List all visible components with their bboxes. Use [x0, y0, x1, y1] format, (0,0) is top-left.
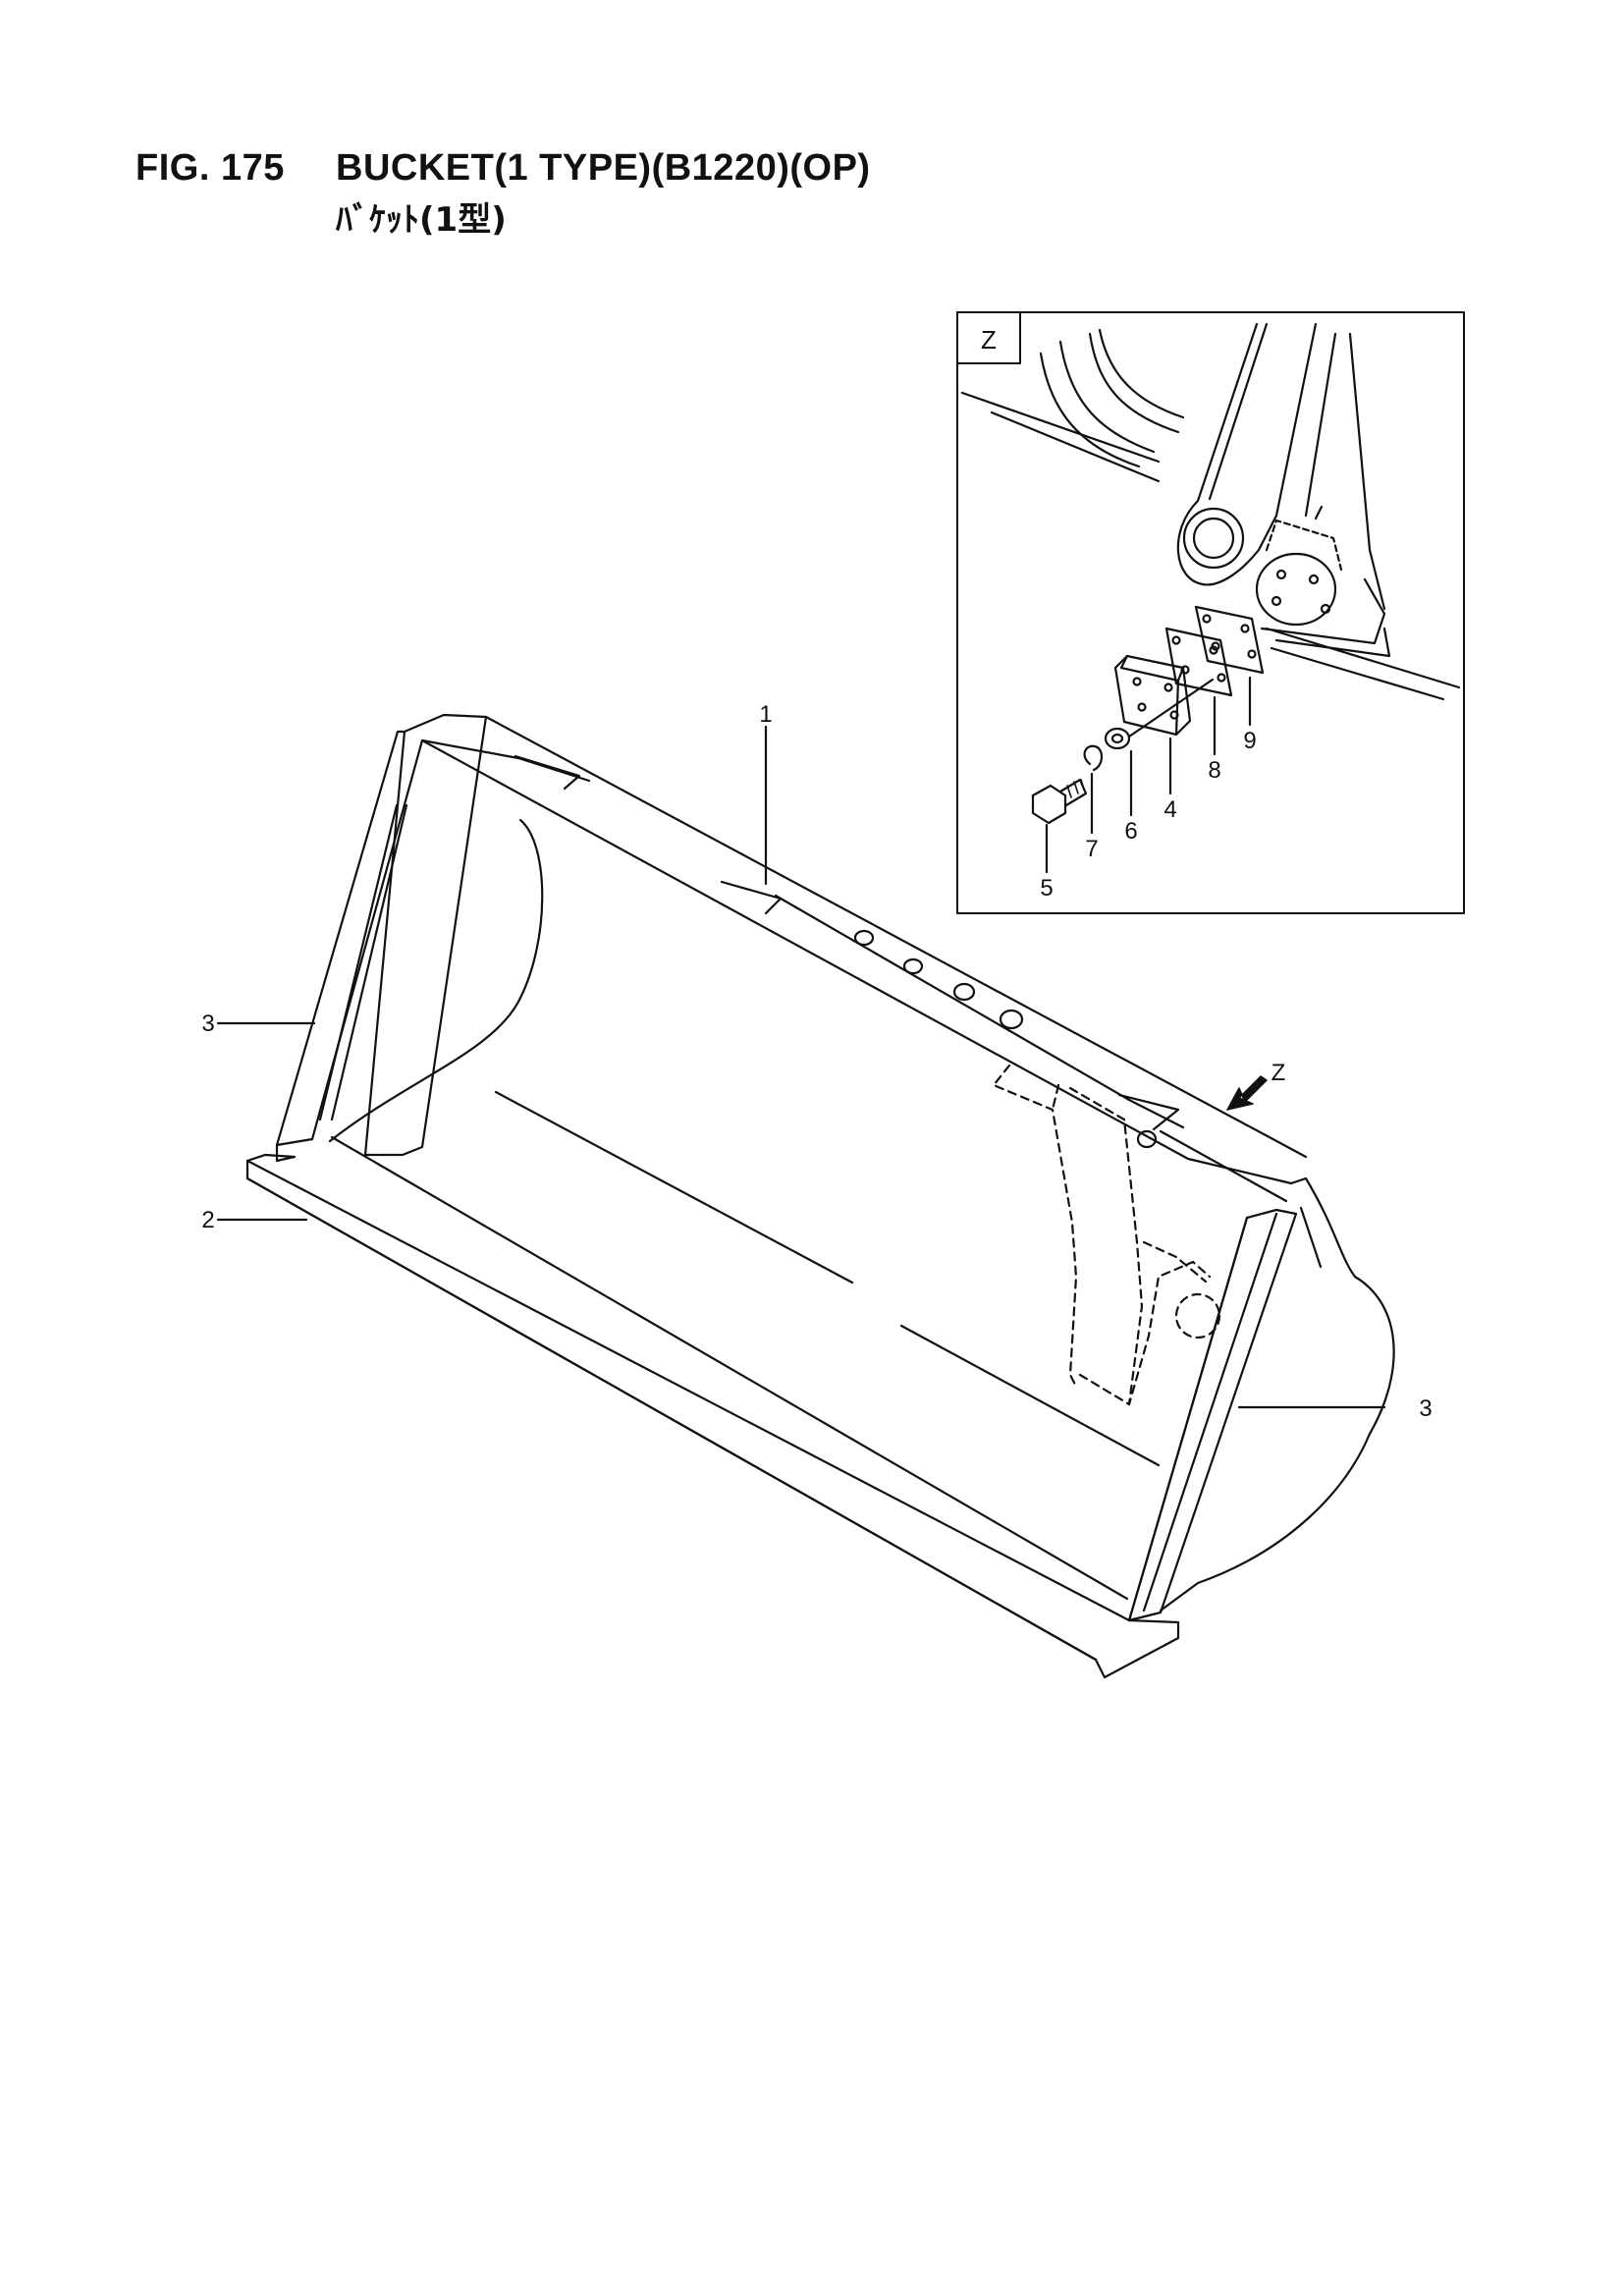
- right-side-plate: [1127, 1208, 1298, 1622]
- part-4-block: [1113, 654, 1192, 737]
- callout-2: 2: [201, 1207, 214, 1233]
- bucket-main-view: Z 1 3 2 3: [201, 701, 1433, 1679]
- detail-view-z: Z: [956, 311, 1465, 914]
- figure-subtitle: ﾊﾞｹｯﾄ(1型): [336, 200, 507, 240]
- detail-bucket-edge: [960, 391, 1161, 483]
- callout-6: 6: [1124, 818, 1137, 845]
- view-arrow-label: Z: [1271, 1060, 1286, 1086]
- detail-bracket-hidden: [1265, 519, 1343, 572]
- view-arrow-z: [1226, 1075, 1268, 1111]
- part-5-bolt: [1031, 784, 1067, 825]
- inner-back-curve-left: [328, 818, 544, 1143]
- detail-back-curve: [1039, 352, 1141, 468]
- part-7-lock-washer: [1083, 744, 1104, 772]
- hidden-mount-bracket: [992, 1064, 1221, 1406]
- detail-lift-arm: [1176, 322, 1318, 586]
- detail-bracket-disc: [1255, 552, 1337, 627]
- callout-5: 5: [1040, 875, 1053, 902]
- callout-1: 1: [759, 701, 772, 728]
- callout-3-left: 3: [201, 1011, 214, 1037]
- right-back-shell: [1159, 1176, 1395, 1613]
- callout-3-right: 3: [1419, 1395, 1432, 1422]
- callout-9: 9: [1243, 728, 1256, 754]
- figure-number: FIG. 175: [135, 147, 285, 189]
- detail-view-label-box: [956, 311, 1021, 364]
- part-6-washer: [1104, 727, 1131, 750]
- figure-title: BUCKET(1 TYPE)(B1220)(OP): [336, 147, 871, 189]
- callout-4: 4: [1163, 796, 1176, 823]
- part-8-shim: [1164, 627, 1233, 697]
- detail-view-label: Z: [981, 325, 997, 355]
- detail-view-frame: [956, 311, 1465, 914]
- part-9-shim: [1194, 605, 1265, 675]
- detail-pin-boss: [1182, 507, 1245, 570]
- callout-8: 8: [1208, 757, 1220, 784]
- detail-bucket-edge-right: [1265, 627, 1461, 701]
- left-side-plate: [363, 713, 488, 1157]
- top-edge: [420, 738, 1293, 1185]
- callout-7: 7: [1085, 836, 1098, 862]
- cutting-edge: [245, 1159, 1180, 1679]
